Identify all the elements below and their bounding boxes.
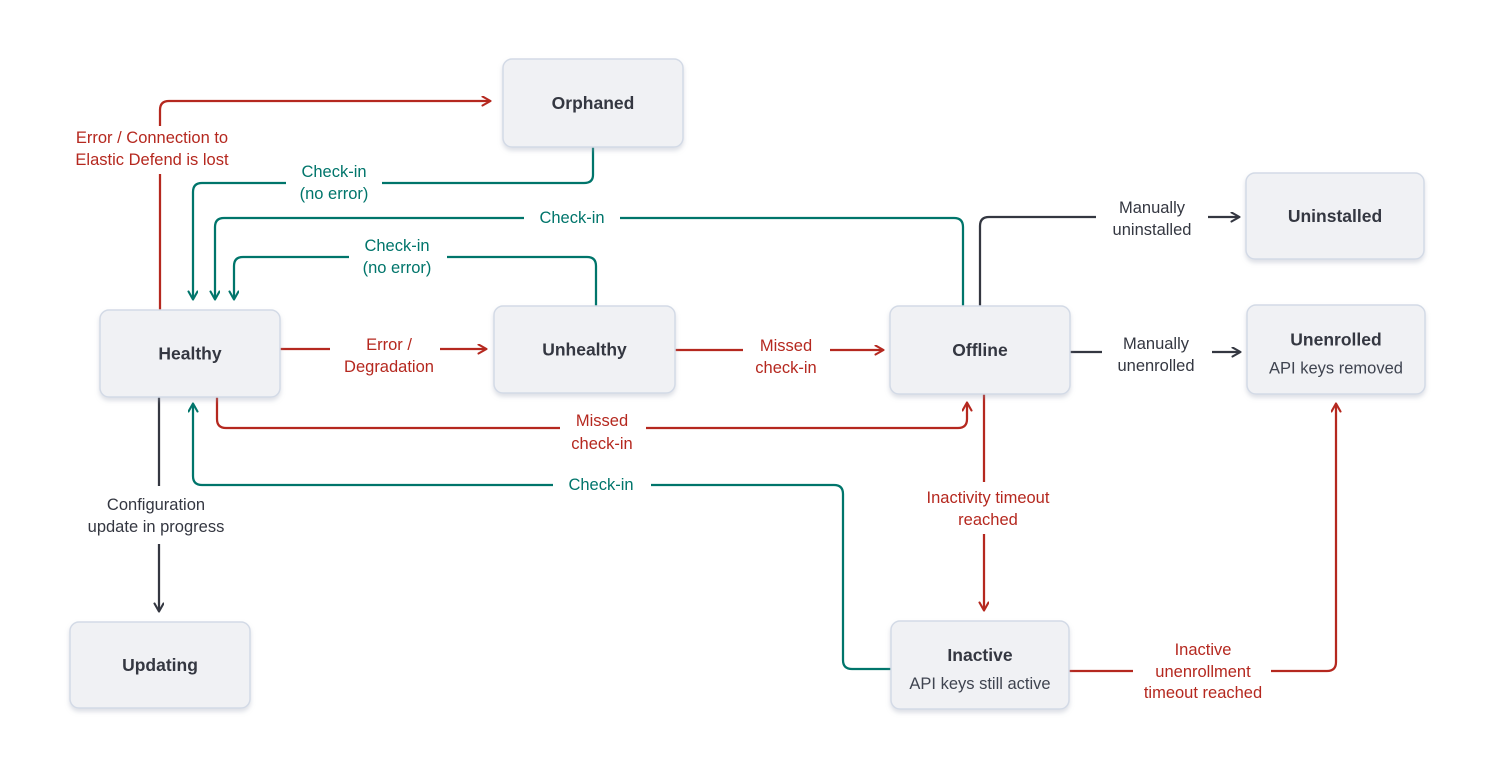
node-box [1245, 172, 1425, 260]
edge-offline-to-unenrolled: Manually unenrolled [1070, 335, 1240, 375]
edge-label: Check-in [568, 476, 633, 494]
edge-label: Inactive [1175, 641, 1232, 659]
edge-unhealthy-to-healthy: Check-in (no error) [234, 237, 598, 306]
edge-label: reached [958, 511, 1018, 529]
node-box [890, 620, 1070, 710]
edge-label: Check-in [539, 209, 604, 227]
edge-inactive-to-unenrolled: Inactive unenrollment timeout reached [1069, 404, 1336, 702]
edge-label: Degradation [344, 358, 434, 376]
state-node-healthy: Healthy [99, 309, 281, 398]
edge-label: (no error) [300, 185, 369, 203]
node-box [493, 305, 676, 394]
edge-label: timeout reached [1144, 684, 1262, 702]
node-title: Unhealthy [542, 340, 627, 360]
edge-label: Elastic Defend is lost [75, 151, 229, 169]
node-box [502, 58, 684, 148]
node-box [889, 305, 1071, 395]
state-node-unhealthy: Unhealthy [493, 305, 676, 394]
node-title: Uninstalled [1288, 206, 1382, 226]
edge-line [234, 255, 349, 299]
edge-line [158, 101, 490, 126]
edge-line [193, 181, 286, 299]
edge-label: Inactivity timeout [927, 489, 1050, 507]
node-subtitle: API keys still active [909, 675, 1050, 693]
edge-inactive-to-healthy: Check-in [193, 404, 891, 671]
node-subtitle: API keys removed [1269, 360, 1403, 378]
edge-healthy-to-offline: Missed check-in [215, 397, 967, 453]
edge-healthy-to-updating: Configuration update in progress [88, 397, 225, 611]
node-title: Updating [122, 655, 198, 675]
node-box [69, 621, 251, 709]
edge-label: Configuration [107, 496, 205, 514]
state-node-uninstalled: Uninstalled [1245, 172, 1425, 260]
edge-offline-to-inactive: Inactivity timeout reached [927, 394, 1050, 610]
edge-line [646, 403, 967, 430]
edge-orphaned-to-healthy: Check-in (no error) [193, 147, 595, 299]
edge-label: Manually [1119, 199, 1186, 217]
edge-line [1271, 404, 1336, 673]
edge-label: check-in [755, 359, 816, 377]
edge-label: Manually [1123, 335, 1190, 353]
edge-label: Error / Connection to [76, 129, 228, 147]
edge-line [620, 216, 965, 306]
edge-line [978, 215, 1096, 306]
edge-healthy-to-unhealthy: Error / Degradation [280, 336, 486, 376]
edge-unhealthy-to-offline: Missed check-in [675, 337, 883, 377]
edge-line [215, 216, 524, 299]
edge-label: Check-in [364, 237, 429, 255]
node-box [1246, 304, 1426, 395]
state-node-updating: Updating [69, 621, 251, 709]
edge-line [447, 255, 598, 306]
node-box [99, 309, 281, 398]
edge-line [215, 397, 560, 430]
edge-label: update in progress [88, 518, 225, 536]
edge-offline-to-uninstalled: Manually uninstalled [978, 199, 1239, 306]
edge-healthy-to-orphaned: Error / Connection to Elastic Defend is l… [75, 101, 490, 310]
state-node-offline: Offline [889, 305, 1071, 395]
edge-label: Error / [366, 336, 412, 354]
edge-label: uninstalled [1113, 221, 1192, 239]
edge-label: unenrollment [1155, 663, 1251, 681]
node-title: Unenrolled [1290, 330, 1381, 350]
node-title: Orphaned [552, 93, 635, 113]
edge-label: (no error) [363, 259, 432, 277]
edge-line [651, 483, 891, 671]
edge-offline-to-healthy: Check-in [215, 209, 965, 306]
node-title: Healthy [158, 344, 221, 364]
state-node-orphaned: Orphaned [502, 58, 684, 148]
edge-line [382, 147, 595, 185]
node-title: Inactive [947, 645, 1012, 665]
edge-label: check-in [571, 435, 632, 453]
edge-label: unenrolled [1117, 357, 1194, 375]
node-title: Offline [952, 340, 1008, 360]
edge-label: Missed [576, 412, 628, 430]
edge-line [193, 404, 553, 487]
edge-label: Check-in [301, 163, 366, 181]
edge-label: Missed [760, 337, 812, 355]
